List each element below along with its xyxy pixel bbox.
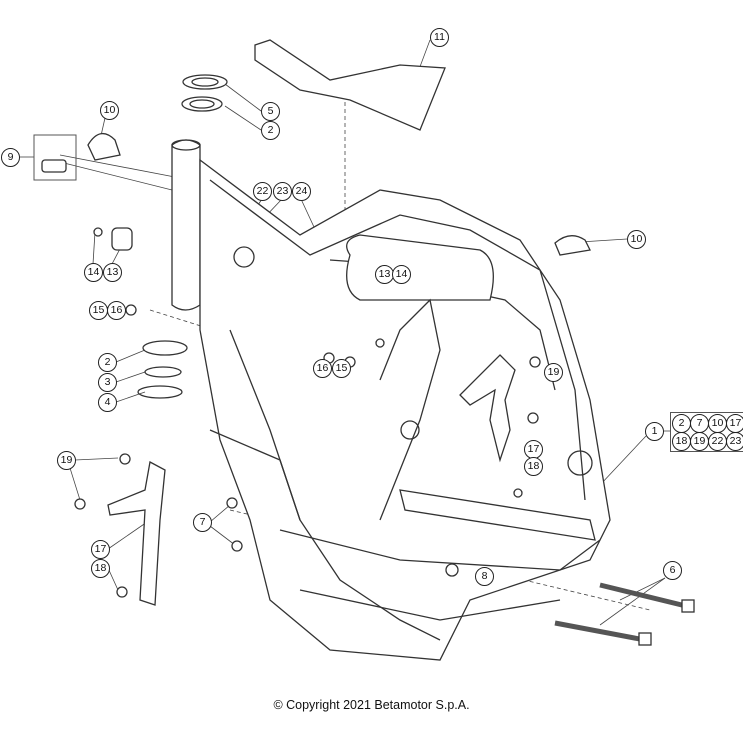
- callout-2[interactable]: 2: [261, 121, 280, 140]
- callout-15[interactable]: 15: [332, 359, 351, 378]
- kit-item[interactable]: 10: [708, 414, 727, 433]
- callout-6[interactable]: 6: [663, 561, 682, 580]
- kit-item[interactable]: 19: [690, 432, 709, 451]
- callout-17[interactable]: 17: [91, 540, 110, 559]
- callout-14[interactable]: 14: [84, 263, 103, 282]
- callout-8[interactable]: 8: [475, 567, 494, 586]
- callout-22[interactable]: 22: [253, 182, 272, 201]
- callout-10[interactable]: 10: [100, 101, 119, 120]
- callout-11[interactable]: 11: [430, 28, 449, 47]
- callout-2[interactable]: 2: [98, 353, 117, 372]
- callout-18[interactable]: 18: [524, 457, 543, 476]
- callout-14[interactable]: 14: [392, 265, 411, 284]
- callout-1[interactable]: 1: [645, 422, 664, 441]
- callout-19[interactable]: 19: [544, 363, 563, 382]
- callout-15[interactable]: 15: [89, 301, 108, 320]
- callout-16[interactable]: 16: [107, 301, 126, 320]
- copyright-text: © Copyright 2021 Betamotor S.p.A.: [273, 698, 470, 712]
- callout-3[interactable]: 3: [98, 373, 117, 392]
- callout-4[interactable]: 4: [98, 393, 117, 412]
- callout-7[interactable]: 7: [193, 513, 212, 532]
- callout-19[interactable]: 19: [57, 451, 76, 470]
- callout-13[interactable]: 13: [103, 263, 122, 282]
- kit-item[interactable]: 7: [690, 414, 709, 433]
- callout-23[interactable]: 23: [273, 182, 292, 201]
- kit-item[interactable]: 22: [708, 432, 727, 451]
- kit-item[interactable]: 23: [726, 432, 743, 451]
- kit-item[interactable]: 2: [672, 414, 691, 433]
- callout-9[interactable]: 9: [1, 148, 20, 167]
- callout-18[interactable]: 18: [91, 559, 110, 578]
- kit-item[interactable]: 17: [726, 414, 743, 433]
- callout-10[interactable]: 10: [627, 230, 646, 249]
- kit-contents-box: 2 7 10 17 18 19 22 23: [670, 412, 743, 452]
- kit-item[interactable]: 18: [672, 432, 691, 451]
- callout-5[interactable]: 5: [261, 102, 280, 121]
- callout-16[interactable]: 16: [313, 359, 332, 378]
- callout-24[interactable]: 24: [292, 182, 311, 201]
